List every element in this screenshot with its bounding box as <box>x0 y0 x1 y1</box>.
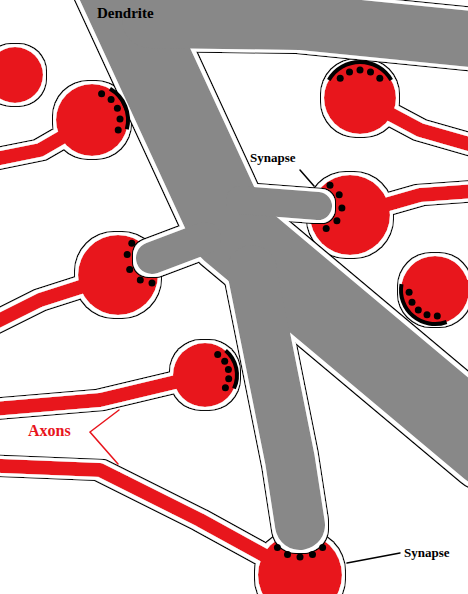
vesicle <box>128 240 135 247</box>
dendritic-spine <box>152 238 205 258</box>
axon-bracket <box>90 410 119 464</box>
synaptic-membrane <box>401 284 447 324</box>
vesicle <box>357 67 364 74</box>
vesicle <box>333 217 340 224</box>
vesicle <box>323 225 330 232</box>
structure-label: Synapse <box>404 545 450 561</box>
axon-terminal <box>324 62 396 134</box>
dendrite-branch <box>150 20 468 41</box>
vesicle <box>98 90 105 97</box>
dendrite-branch <box>252 270 300 525</box>
vesicle <box>124 251 131 258</box>
dendrite <box>110 0 468 525</box>
vesicle <box>367 69 374 76</box>
vesicle <box>274 544 281 551</box>
structure-label: Dendrite <box>97 4 154 22</box>
leader-line <box>300 170 314 186</box>
vesicle <box>221 358 228 365</box>
vesicle <box>309 551 316 558</box>
vesicle <box>117 116 124 123</box>
vesicle <box>137 277 144 284</box>
vesicle <box>225 375 232 382</box>
structure-label: Axons <box>28 421 71 440</box>
vesicle <box>406 289 413 296</box>
vesicle <box>126 266 133 273</box>
synaptic-membrane <box>226 351 237 389</box>
vesicle <box>115 127 122 134</box>
vesicle <box>225 366 232 373</box>
vesicle <box>376 75 383 82</box>
vesicle <box>284 551 291 558</box>
axon-terminal <box>0 47 43 103</box>
vesicle <box>327 182 334 189</box>
vesicle <box>346 69 353 76</box>
vesicle <box>434 312 441 319</box>
synaptic-vesicles <box>98 67 441 561</box>
vesicle <box>149 280 156 287</box>
vesicle <box>336 191 343 198</box>
axon-terminal <box>401 256 468 324</box>
axon <box>0 465 300 575</box>
vesicle <box>319 544 326 551</box>
synaptic-membrane <box>110 89 128 130</box>
axon-terminal <box>56 84 128 156</box>
leader-line <box>347 553 400 563</box>
axon-terminal <box>173 343 237 407</box>
vesicle <box>108 96 115 103</box>
vesicle <box>114 105 121 112</box>
dendritic-spine <box>240 200 318 206</box>
vesicle <box>415 306 422 313</box>
vesicle <box>297 554 304 561</box>
structure-label: Synapse <box>250 150 296 166</box>
vesicle <box>338 205 345 212</box>
leaders <box>90 170 400 563</box>
synaptic-membranes <box>110 62 447 389</box>
vesicle <box>424 311 431 318</box>
vesicle <box>337 75 344 82</box>
vesicle <box>222 384 229 391</box>
vesicle <box>409 299 416 306</box>
vesicle <box>214 351 221 358</box>
